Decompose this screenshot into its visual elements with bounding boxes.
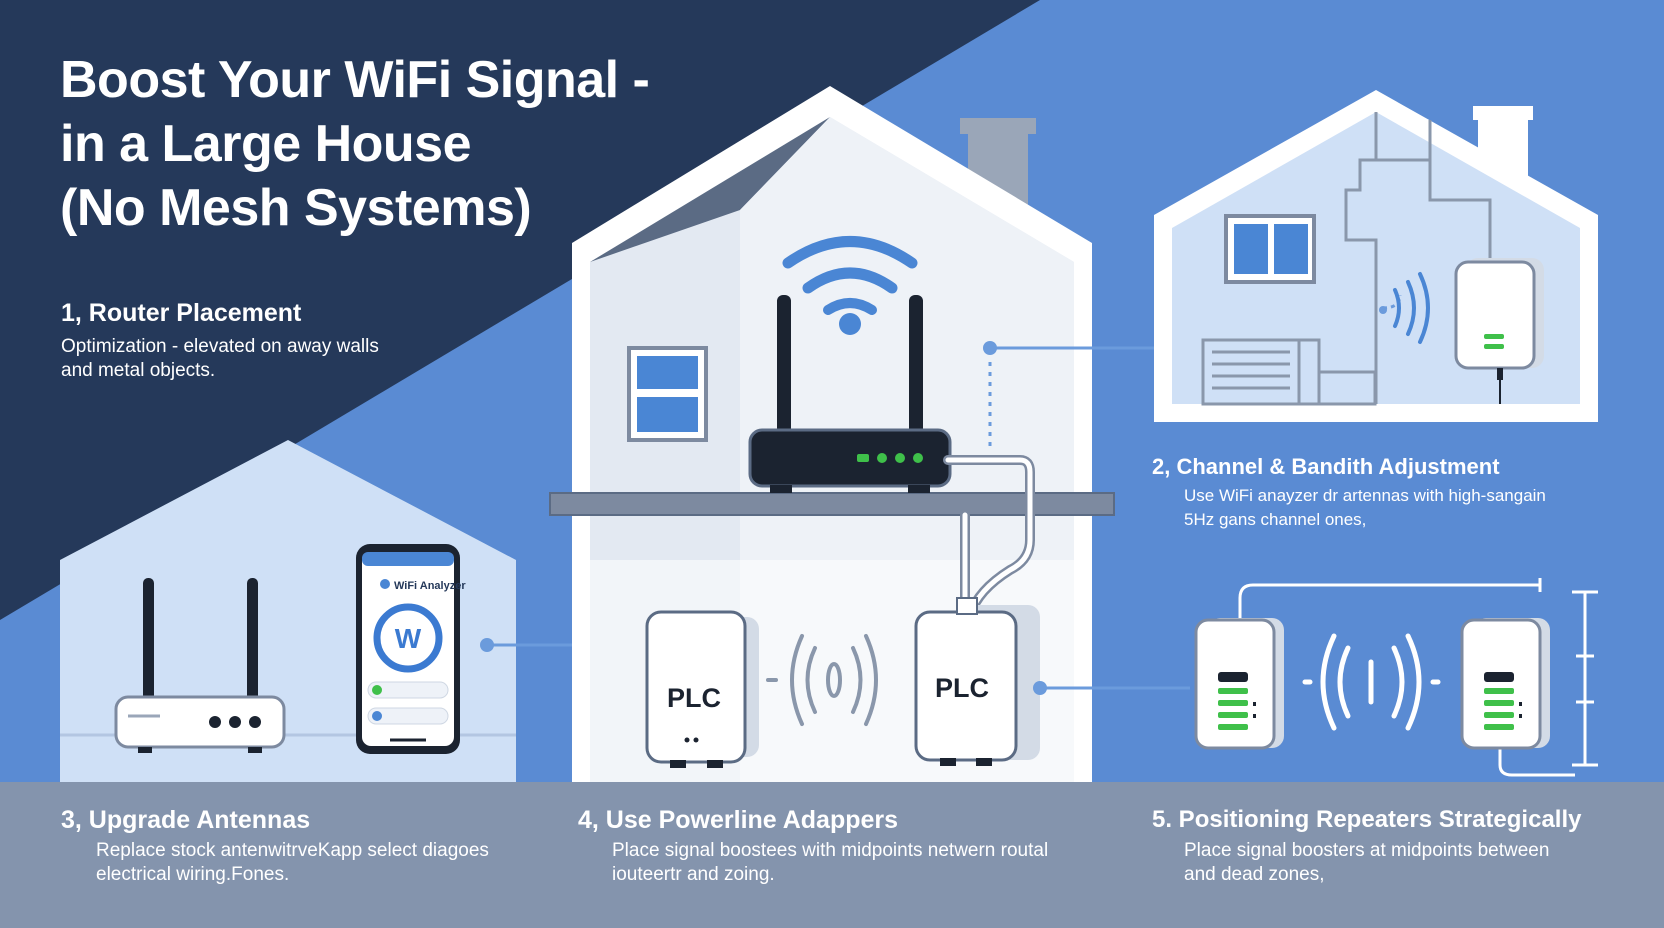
plc-left-label: PLC — [667, 683, 721, 713]
tip-4-description: Place signal boostees with midpoints net… — [612, 839, 1048, 887]
tip-4-line-2: iouteertr and zoing. — [612, 864, 775, 885]
page-title: Boost Your WiFi Signal - in a Large Hous… — [60, 48, 650, 240]
plc-adapter-right — [914, 597, 1040, 766]
wifi-signal-icon — [782, 236, 918, 269]
tip-3-description: Replace stock antenwitrveKapp select dia… — [96, 839, 489, 887]
tip-2-description: Use WiFi anayzer dr artennas with high-s… — [1184, 484, 1546, 532]
phone-icon: WiFi Analyzer W — [356, 544, 466, 754]
window-icon — [627, 346, 708, 442]
tip-1-line-2: and metal objects. — [61, 360, 216, 381]
svg-text:W: W — [395, 623, 422, 654]
connector-plc-repeater — [1033, 681, 1190, 695]
tip-1-line-1: Optimization - elevated on away walls — [61, 336, 379, 357]
title-line-2: in a Large House — [60, 115, 472, 173]
plc-adapter-left — [645, 610, 759, 768]
tip-1-description: Optimization - elevated on away walls an… — [61, 335, 379, 383]
plc-signal-icon — [766, 634, 878, 726]
title-line-3: (No Mesh Systems) — [60, 179, 532, 237]
tip-5-heading: 5. Positioning Repeaters Strategically — [1152, 806, 1582, 833]
height-marker — [1572, 590, 1598, 767]
plc-right-label: PLC — [935, 673, 989, 703]
bottom-band — [0, 782, 1664, 928]
repeater-signal-icon — [1302, 633, 1441, 731]
main-router-icon — [748, 236, 952, 493]
tip-5-description: Place signal boosters at midpoints betwe… — [1184, 839, 1549, 887]
shelf — [549, 492, 1115, 516]
tip-5-line-1: Place signal boosters at midpoints betwe… — [1184, 840, 1550, 861]
tip-1-heading: 1, Router Placement — [61, 299, 302, 327]
tip-5-line-2: and dead zones, — [1184, 864, 1325, 885]
repeater-right — [1460, 618, 1550, 750]
stock-router-icon — [114, 578, 286, 753]
phone-app-logo-icon — [380, 579, 390, 589]
tip-3-heading: 3, Upgrade Antennas — [61, 806, 311, 834]
title-line-1: Boost Your WiFi Signal - — [60, 51, 650, 109]
wifi-repeater-icon — [1379, 258, 1544, 404]
tip-2-line-1: Use WiFi anayzer dr artennas with high-s… — [1184, 486, 1546, 505]
repeater-cable — [1238, 578, 1575, 777]
tip-2-line-2: 5Hz gans channel ones, — [1184, 510, 1367, 529]
tip-4-line-1: Place signal boostees with midpoints net… — [612, 840, 1049, 861]
tip-3-line-2: electrical wiring.Fones. — [96, 864, 290, 885]
tip-2-heading: 2, Channel & Bandith Adjustment — [1152, 454, 1500, 479]
tip-3-line-1: Replace stock antenwitrveKapp select dia… — [96, 840, 489, 861]
repeater-left — [1194, 618, 1284, 750]
phone-app-name: WiFi Analyzer — [394, 580, 466, 592]
tip-4-heading: 4, Use Powerline Adappers — [578, 806, 899, 834]
app-wifi-logo-icon — [373, 603, 443, 673]
